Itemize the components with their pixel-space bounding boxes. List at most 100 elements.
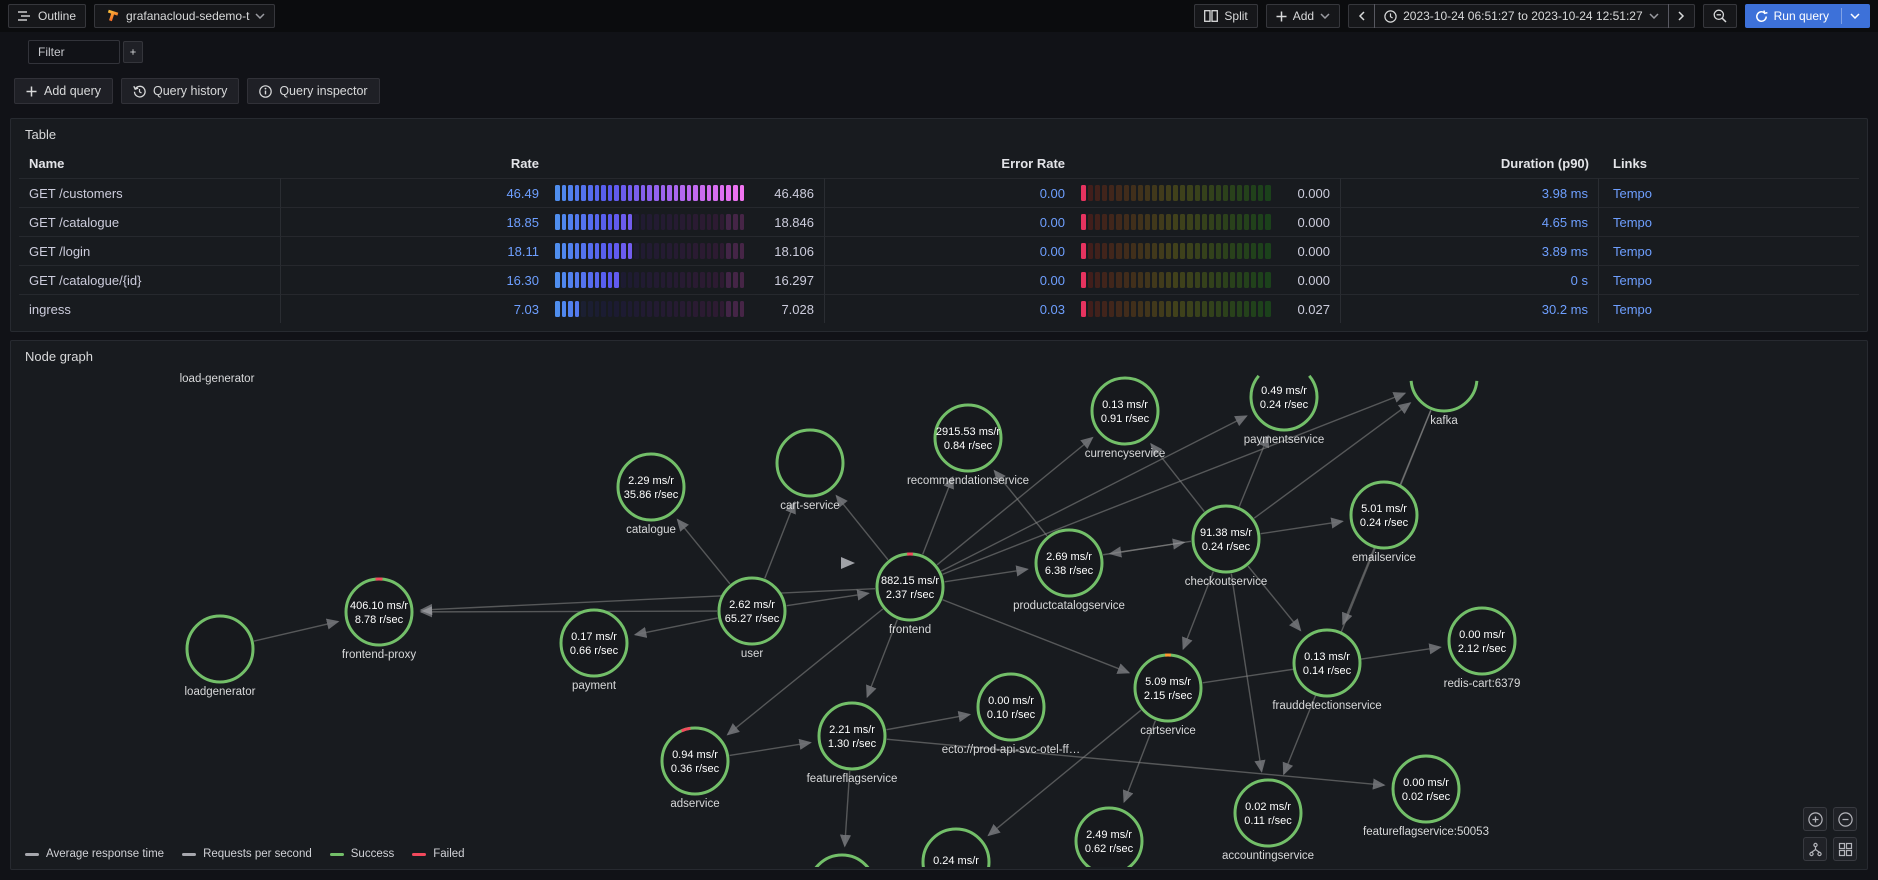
gauge-bar [739,272,745,288]
add-button[interactable]: Add [1265,4,1341,28]
filter-field[interactable]: Filter [28,40,120,64]
error-rate-gauge [1075,294,1281,323]
graph-edge [940,415,1248,572]
query-editor-row: Filter [28,40,1878,64]
query-inspector-label: Query inspector [279,84,368,98]
add-query-button[interactable]: Add query [14,78,113,104]
graph-edge [866,619,898,699]
node-circle [933,403,1003,473]
gauge-bar [1159,272,1165,288]
gauge-bar [568,272,573,288]
tempo-link[interactable]: Tempo [1613,301,1653,317]
column-header: Duration (p90) [1500,155,1589,171]
tempo-link[interactable]: Tempo [1613,185,1653,201]
gauge-bar [1102,214,1108,230]
info-circle-icon [259,84,273,98]
column-header [1281,148,1341,178]
datasource-picker[interactable]: grafanacloud-sedemo-t [94,4,276,28]
cell-rate-gauge-value: 16.297 [755,265,825,294]
gauge-bar [1137,185,1143,201]
gauge-bar [1208,185,1214,201]
query-history-button[interactable]: Query history [120,78,240,104]
gauge-bar [693,214,699,230]
gauge-bar [627,301,633,317]
gauge-bar [653,243,659,259]
chevron-down-icon [255,13,265,19]
tempo-link[interactable]: Tempo [1613,243,1653,259]
gauge-bar [1166,185,1172,201]
cell-error-gauge-value: 0.000 [1281,265,1341,294]
gauge-bar [594,272,600,288]
node-label-load-generator: load-generator [180,373,255,385]
time-range-label: 2023-10-24 06:51:27 to 2023-10-24 12:51:… [1403,9,1643,23]
time-zoom-out-button[interactable] [1702,4,1737,28]
tempo-link[interactable]: Tempo [1613,272,1653,288]
gauge-bar [1123,214,1129,230]
zoom-out-button[interactable] [1833,807,1857,831]
gauge-bar [660,214,666,230]
time-range-button[interactable]: 2023-10-24 06:51:27 to 2023-10-24 12:51:… [1374,4,1669,28]
node-node-249[interactable]: 2.49 ms/r0.62 r/sec [1074,806,1144,867]
graph-edge [944,565,1029,583]
gauge-bar [739,214,745,230]
chevron-down-icon [1320,13,1330,19]
gauge-bar [1137,272,1143,288]
gauge-bar [700,243,705,259]
gauge-bar [739,185,745,201]
query-inspector-button[interactable]: Query inspector [247,78,380,104]
node-node-b[interactable] [809,853,875,867]
gauge-bar [706,185,712,201]
node-featureflagservice:50053[interactable]: 0.00 ms/r0.02 r/secfeatureflagservice:50… [1363,754,1489,838]
legend-item: Success [329,848,394,860]
time-forward-button[interactable] [1667,4,1695,28]
rate-gauge [549,265,755,294]
node-recommendationservice[interactable]: 2915.53 ms/r0.84 r/secrecommendationserv… [907,403,1029,487]
gauge-bar [1251,272,1257,288]
gauge-bar [1208,301,1214,317]
layout-grid-button[interactable] [1833,837,1857,861]
zoom-in-button[interactable] [1803,807,1827,831]
layout-hierarchy-button[interactable] [1803,837,1827,861]
gauge-bar [601,272,606,288]
graph-edge [1260,517,1344,535]
cell-duration-value: 4.65 ms [1341,207,1599,236]
run-query-button[interactable]: Run query [1744,4,1870,28]
gauge-bar [1215,214,1221,230]
node-cart-service[interactable]: cart-service [775,428,845,512]
gauge-bar [647,214,652,230]
node-loadgenerator[interactable]: loadgenerator [185,614,256,698]
node-node-a[interactable]: 0.24 ms/r [921,827,991,867]
add-filter-button[interactable] [123,41,143,63]
node-label: recommendationservice [907,475,1029,487]
gauge-bar [719,185,725,201]
chevron-down-icon[interactable] [1850,13,1860,19]
tempo-link[interactable]: Tempo [1613,214,1653,230]
node-ecto[interactable]: 0.00 ms/r0.10 r/sececto://prod-api-svc-o… [942,672,1080,756]
node-stat-rate: 2.37 r/sec [886,589,935,601]
split-button[interactable]: Split [1194,4,1258,28]
node-kafka[interactable]: kafka [1409,380,1479,427]
error-rate-gauge [1075,178,1281,207]
outline-button[interactable]: Outline [8,4,87,28]
gauge-bar [713,185,718,201]
time-back-button[interactable] [1348,4,1376,28]
node-label: emailservice [1352,552,1416,564]
